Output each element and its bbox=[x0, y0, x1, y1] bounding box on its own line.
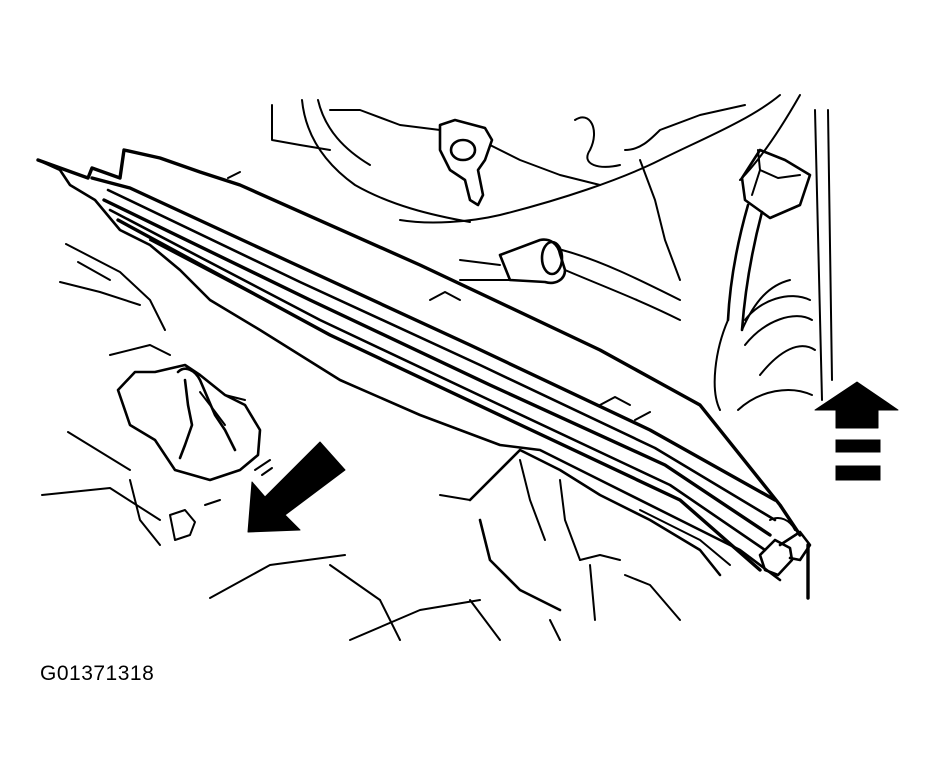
figure-code-label: G01371318 bbox=[40, 662, 155, 685]
lower-components bbox=[41, 243, 731, 641]
arrow-up-front-icon bbox=[814, 381, 899, 481]
cowl-louver-rail bbox=[36, 148, 812, 600]
background-components bbox=[271, 94, 833, 411]
arrow-down-left-icon bbox=[247, 441, 346, 533]
